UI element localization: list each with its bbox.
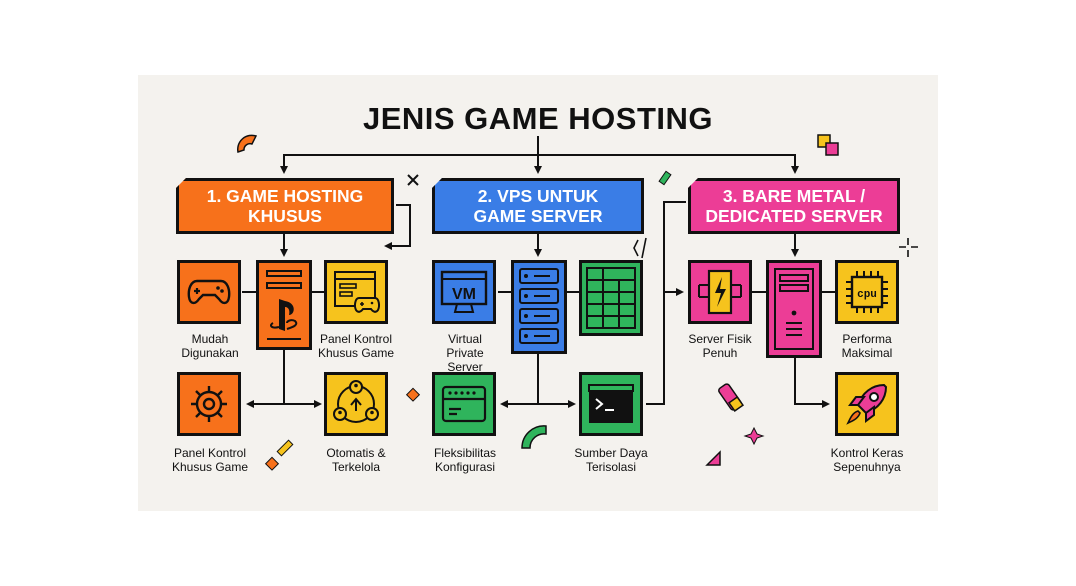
vm-label: VM	[452, 286, 476, 303]
caption-isolated: Sumber Daya Terisolasi	[574, 446, 648, 474]
tile-tower-server	[766, 260, 822, 358]
caption-managed: Otomatis & Terkelola	[326, 446, 386, 474]
grid-table-icon	[586, 267, 636, 329]
power-server-icon	[698, 269, 742, 315]
column-header-game-hosting: 1. GAME HOSTING KHUSUS	[176, 178, 394, 234]
tile-isolated	[579, 372, 643, 436]
vm-monitor-icon: VM	[440, 270, 488, 313]
caption-control-panel-2: Panel Kontrol Khusus Game	[171, 446, 249, 474]
tile-grid	[579, 260, 643, 336]
tile-managed	[324, 372, 388, 436]
column-header-vps: 2. VPS UNTUK GAME SERVER	[432, 178, 644, 234]
diagram-title: JENIS GAME HOSTING	[362, 101, 714, 136]
managed-users-icon	[333, 380, 379, 423]
storage-drive-icon	[441, 385, 487, 423]
tile-flexibility	[432, 372, 496, 436]
tile-vps: VM	[432, 260, 496, 324]
playstation-server-icon	[266, 270, 302, 340]
tower-server-icon	[774, 268, 814, 350]
caption-performance: Performa Maksimal	[841, 332, 893, 360]
caption-physical-server: Server Fisik Penuh	[688, 332, 752, 360]
decorations	[236, 134, 918, 471]
caption-full-control: Kontrol Keras Sepenuhnya	[830, 446, 904, 474]
terminal-icon	[588, 384, 634, 423]
caption-flexibility: Fleksibilitas Konfigurasi	[433, 446, 496, 474]
tile-server-rack	[511, 260, 567, 354]
tile-physical-server	[688, 260, 752, 324]
tile-performance: cpu	[835, 260, 899, 324]
tile-playstation-server	[256, 260, 312, 350]
control-panel-gamepad-icon	[334, 271, 380, 313]
tile-full-control	[835, 372, 899, 436]
caption-control-panel: Panel Kontrol Khusus Game	[317, 332, 395, 360]
rocket-icon	[846, 383, 888, 425]
cpu-chip-icon: cpu	[846, 271, 888, 313]
gamepad-icon	[187, 279, 231, 305]
cpu-label: cpu	[857, 289, 877, 301]
gear-icon	[191, 386, 227, 422]
caption-vps: Virtual Private Server	[446, 332, 484, 374]
caption-easy-to-use: Mudah Digunakan	[181, 332, 239, 360]
tile-easy-to-use	[177, 260, 241, 324]
column-header-bare-metal: 3. BARE METAL / DEDICATED SERVER	[688, 178, 900, 234]
tile-gear	[177, 372, 241, 436]
tile-control-panel	[324, 260, 388, 324]
top-connector	[283, 154, 799, 174]
server-rack-icon	[519, 268, 559, 344]
